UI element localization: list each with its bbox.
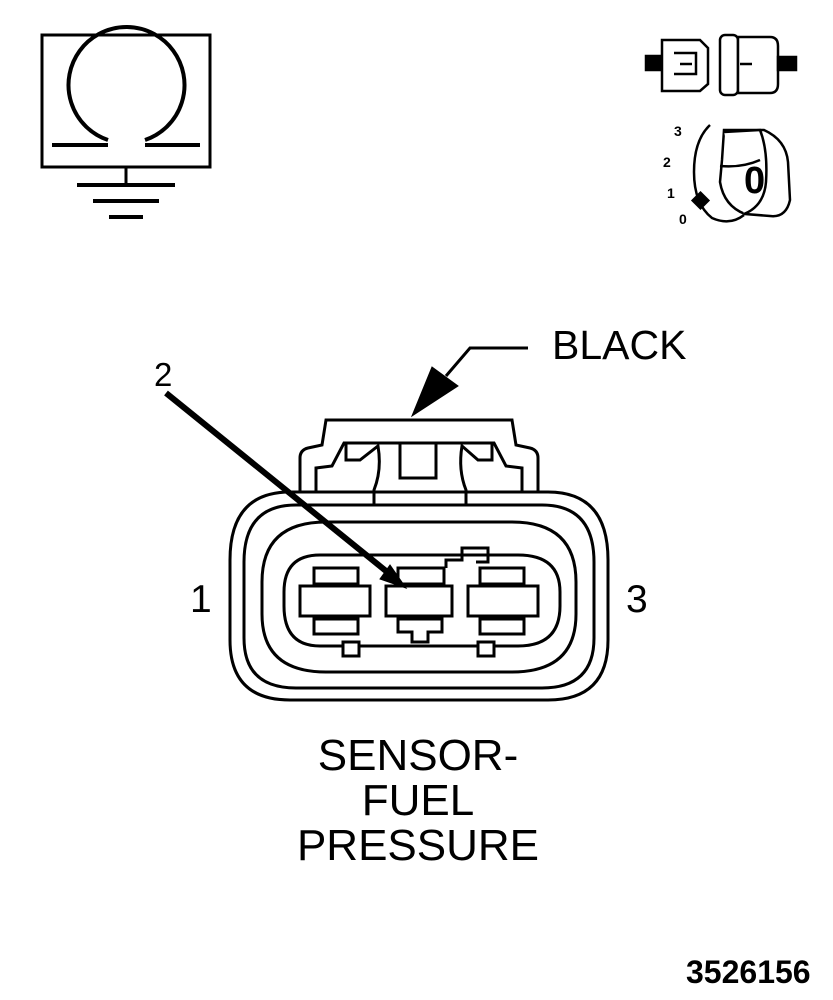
component-caption: SENSOR- FUEL PRESSURE [250, 733, 586, 868]
caption-line-1: SENSOR- [317, 731, 519, 780]
pin-3-label: 3 [626, 578, 648, 621]
terminal-pin-1 [298, 566, 372, 658]
terminal-pin-3 [466, 566, 540, 658]
pin-2-label: 2 [154, 356, 173, 393]
connector-body [228, 418, 610, 702]
figure-number: 3526156 [686, 954, 811, 990]
terminal-pin-2 [384, 566, 454, 644]
key-position-2: 2 [663, 154, 671, 170]
connector-color-label: BLACK [552, 322, 687, 368]
pin-1-label: 1 [190, 578, 212, 621]
pin-2-leader [164, 390, 408, 589]
black-color-leader [410, 346, 528, 418]
caption-line-3: PRESSURE [296, 821, 540, 870]
caption-line-2: FUEL [361, 776, 475, 825]
key-position-3: 3 [674, 123, 682, 139]
key-position-1: 1 [667, 185, 675, 201]
ignition-key-off-icon [690, 124, 792, 223]
ohmmeter-ground-icon [40, 25, 212, 219]
key-label: 0 [744, 160, 766, 202]
key-position-0: 0 [679, 211, 687, 227]
disconnected-connector-icon [644, 33, 798, 97]
